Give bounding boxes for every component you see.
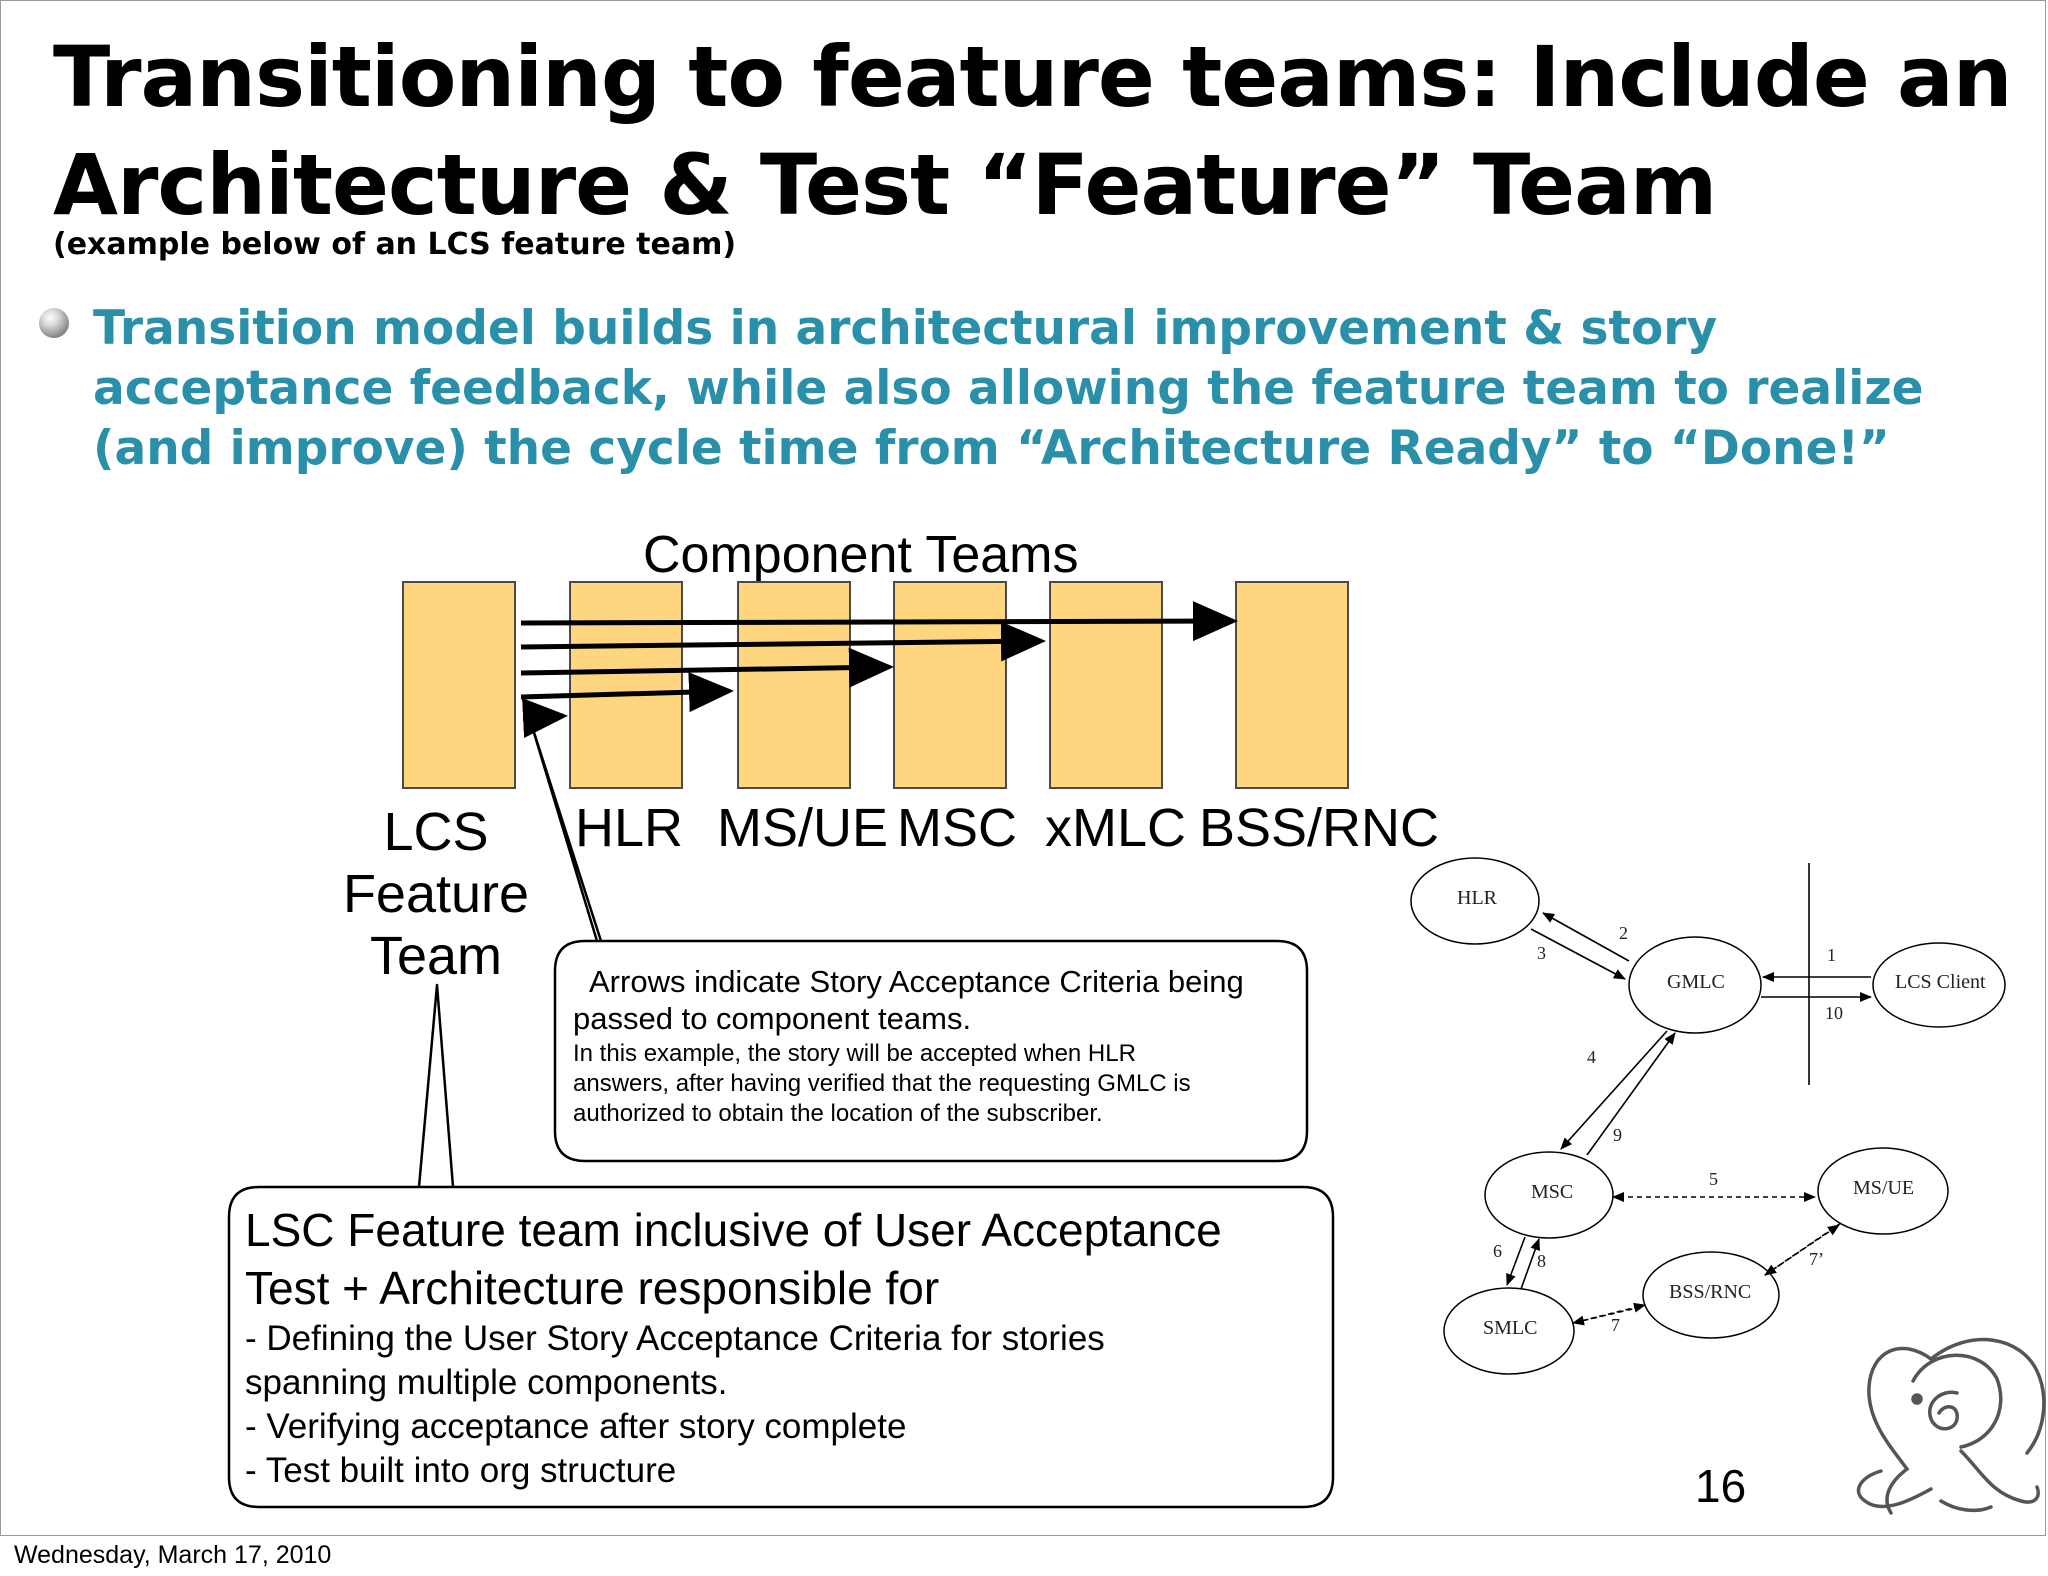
node-bssrnc [1642,1251,1780,1339]
node-label-bssrnc: BSS/RNC [1669,1281,1752,1303]
network-diagram [1410,857,2006,1375]
bullet-line-1: Transition model builds in architectural… [93,301,1718,356]
node-label-smlc: SMLC [1483,1317,1538,1339]
team-label-msue: MS/UE [717,798,889,858]
callout-team-item-2: spanning multiple components. [245,1363,728,1402]
page-number: 16 [1695,1460,1747,1512]
step-7-prime: 7’ [1809,1249,1824,1269]
callout-team-item-1: - Defining the User Story Acceptance Cri… [245,1319,1105,1358]
step-1: 1 [1827,945,1836,965]
bullet-sphere-icon [39,308,69,338]
step-3: 3 [1537,943,1546,963]
bullet-point: Transition model builds in architectural… [93,299,1993,479]
lcs-label-line-1: LCS [383,802,489,862]
lcs-label-line-2: Feature [342,864,530,924]
bssrnc-team-box [1235,581,1349,789]
arrow-to-hlr [522,698,568,738]
callout-detail-line-3: authorized to obtain the location of the… [573,1100,1103,1127]
step-8: 8 [1537,1251,1546,1271]
lcs-label-line-3: Team [369,926,503,986]
node-gmlc [1628,936,1762,1034]
callout-team-bubble [227,983,1335,1509]
lcs-feature-team-label: LCS Feature Team [323,801,549,987]
node-hlr [1410,857,1540,945]
callout-arrows-detail: In this example, the story will be accep… [573,1039,1273,1129]
slide-title: Transitioning to feature teams: Include … [53,23,2013,239]
node-label-lcs-client: LCS Client [1895,971,1986,993]
xmlc-team-box [1049,581,1163,789]
hlr-team-box [569,581,683,789]
node-label-msue: MS/UE [1853,1177,1915,1199]
callout-team-items: - Defining the User Story Acceptance Cri… [245,1317,1325,1493]
node-msue [1817,1147,1949,1235]
callout-arrows-text: Arrows indicate Story Acceptance Criteri… [573,963,1273,1129]
callout-arrows-main: Arrows indicate Story Acceptance Criteri… [573,963,1273,1037]
callout-arrows-line-2: passed to component teams. [573,1001,972,1036]
callout-arrows-line-1: Arrows indicate Story Acceptance Criteri… [589,964,1244,999]
arrow-to-bssrnc [520,601,1238,642]
callout-team-heading-1: LSC Feature team inclusive of User Accep… [245,1204,1222,1256]
diagram-overlay [227,601,2046,1515]
callout-team-heading-2: Test + Architecture responsible for [245,1262,940,1314]
arrow-to-xmlc [520,621,1046,662]
node-lcs-client [1872,942,2006,1028]
callout-team-text: LSC Feature team inclusive of User Accep… [245,1201,1325,1493]
bullet-line-3: (and improve) the cycle time from “Archi… [93,421,1890,476]
step-4: 4 [1587,1047,1596,1067]
callout-detail-line-2: answers, after having verified that the … [573,1070,1191,1097]
step-5: 5 [1709,1169,1718,1189]
callout-team-item-3: - Verifying acceptance after story compl… [245,1407,907,1446]
node-label-hlr: HLR [1457,887,1497,909]
lcs-feature-team-box [402,581,516,789]
step-7: 7 [1611,1315,1620,1335]
arrow-to-msc [520,647,894,688]
team-label-bssrnc: BSS/RNC [1199,798,1440,858]
elephant-logo-icon [1856,1337,2046,1515]
team-label-hlr: HLR [575,798,684,858]
team-label-xmlc: xMLC [1045,798,1187,858]
slide-subtitle: (example below of an LCS feature team) [53,227,737,262]
title-line-1: Transitioning to feature teams: Include … [53,28,2013,126]
footer-date: Wednesday, March 17, 2010 [14,1541,332,1569]
node-label-gmlc: GMLC [1667,971,1725,993]
step-10: 10 [1825,1003,1843,1023]
arrow-to-msue [520,672,734,713]
slide: Transitioning to feature teams: Include … [0,0,2046,1536]
title-line-2: Architecture & Test “Feature” Team [53,136,1717,234]
callout-team-heading: LSC Feature team inclusive of User Accep… [245,1201,1325,1317]
team-label-msc: MSC [897,798,1017,858]
node-smlc [1443,1287,1575,1375]
node-label-msc: MSC [1531,1181,1574,1203]
callout-team-item-4: - Test built into org structure [245,1451,677,1490]
callout-arrows-bubble [529,721,1309,1163]
bullet-line-2: acceptance feedback, while also allowing… [93,361,1924,416]
step-6: 6 [1493,1241,1502,1261]
msue-team-box [737,581,851,789]
msc-team-box [893,581,1007,789]
component-teams-title: Component Teams [643,526,1079,584]
callout-detail-line-1: In this example, the story will be accep… [573,1040,1136,1067]
step-9: 9 [1613,1125,1622,1145]
step-2: 2 [1619,923,1628,943]
